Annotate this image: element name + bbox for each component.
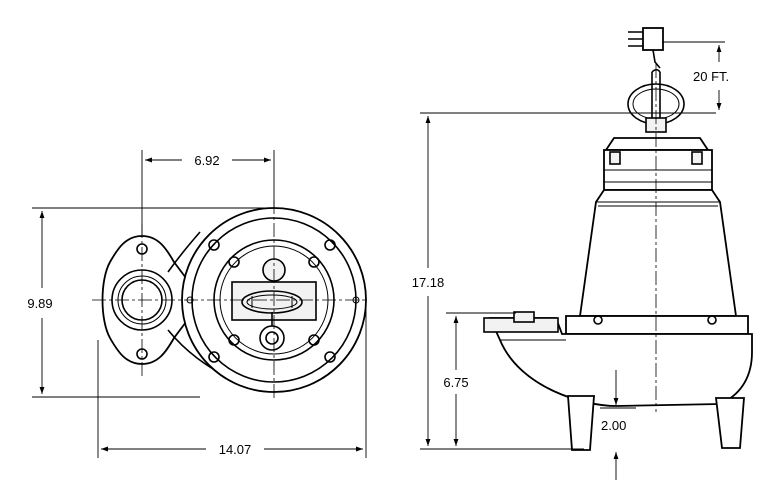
dim-label-2-00: 2.00: [601, 418, 626, 433]
motor-housing: [578, 189, 738, 317]
housing-bolt-hole: [324, 239, 336, 251]
vent-boss-inner: [265, 331, 279, 345]
plug-cord-stub: [652, 49, 661, 69]
dim-label-6-75: 6.75: [443, 375, 468, 390]
dim-label-6-92: 6.92: [194, 153, 219, 168]
elevation-view: 20 FT. 17.18 6.75 2.00: [412, 27, 753, 480]
lifting-handle-loop-inner: [246, 294, 298, 310]
housing-bolt-hole: [208, 351, 220, 363]
dim-label-9-89: 9.89: [27, 296, 52, 311]
discharge-bolt-head: [513, 311, 535, 323]
dim-label-20ft: 20 FT.: [693, 69, 729, 84]
plug-prongs: [628, 31, 643, 47]
volute-web-top: [167, 231, 201, 273]
base-bolt: [593, 315, 603, 325]
cap-bolt: [609, 151, 621, 165]
base-bolt: [707, 315, 717, 325]
cap-bolt: [691, 151, 703, 165]
cover-bolt: [308, 256, 320, 268]
motor-top-cap: [604, 137, 710, 151]
plan-view: 6.92 9.89 14.07: [27, 150, 368, 458]
power-plug-icon: [628, 27, 664, 69]
cover-bolt: [308, 334, 320, 346]
dim-label-17-18: 17.18: [412, 275, 445, 290]
pump-base-flange: [565, 315, 749, 335]
plug-body: [642, 27, 664, 51]
dim-label-14-07: 14.07: [219, 442, 252, 457]
housing-bolt-hole: [324, 351, 336, 363]
leg-left: [567, 395, 595, 451]
housing-bolt-hole: [208, 239, 220, 251]
leg-right: [714, 397, 745, 449]
cover-bolt: [228, 334, 240, 346]
cover-bolt: [228, 256, 240, 268]
